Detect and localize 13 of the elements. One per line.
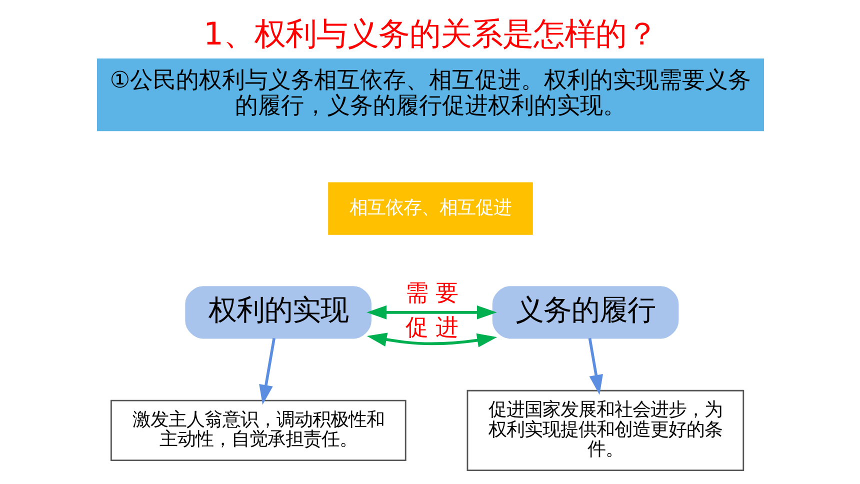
node-box: 激发主人翁意识，调动积极性和主动性，自觉承担责任。 bbox=[110, 400, 406, 462]
node-box: 义务的履行 bbox=[492, 286, 678, 339]
node-box: 权利的实现 bbox=[184, 286, 371, 339]
edge-label: 需 要 bbox=[404, 280, 458, 307]
arrow bbox=[258, 338, 275, 405]
node-box: 促进国家发展和社会进步，为权利实现提供和创造更好的条件。 bbox=[466, 390, 744, 471]
arrow bbox=[366, 305, 496, 320]
node-box: ①公民的权利与义务相互依存、相互促进。权利的实现需要义务的履行，义务的履行促进权利的实现。 bbox=[96, 58, 764, 132]
edge-label: 促 进 bbox=[404, 314, 458, 341]
arrow bbox=[588, 338, 602, 395]
node-box: 相互依存、相互促进 bbox=[328, 182, 532, 235]
diagram-title: 1、权利与义务的关系是怎样的？ bbox=[203, 16, 657, 52]
arrow bbox=[366, 332, 497, 348]
